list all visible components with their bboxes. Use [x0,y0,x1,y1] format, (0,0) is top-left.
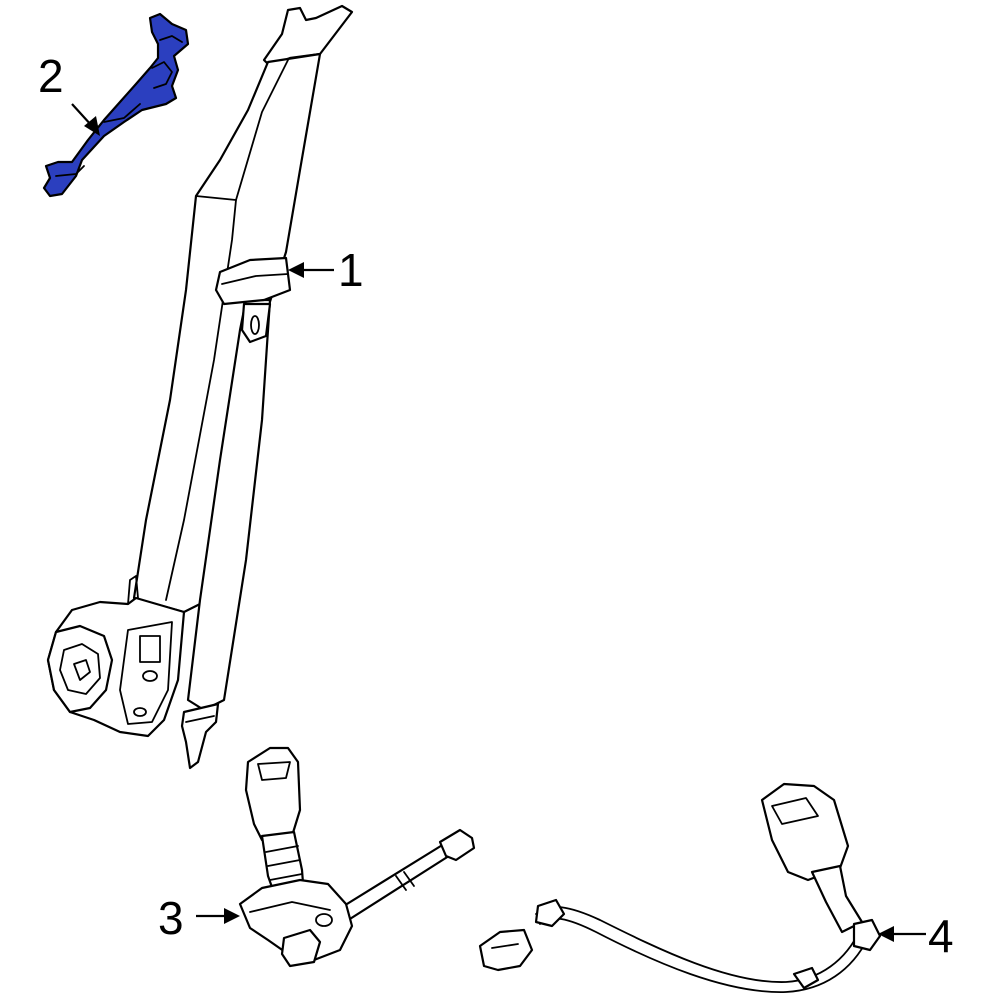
belt-spool-ring [59,643,101,695]
buckle-base-edge [249,901,331,913]
callout-1: 1 [288,244,364,296]
belt-lower-anchor-edge [185,715,215,723]
callout-4-label: 4 [928,910,954,962]
harness-end-connector [478,928,534,972]
belt-retractor-spool [46,624,114,714]
harness-mid-clip [792,966,820,990]
belt-lower-anchor [180,702,220,770]
belt-retractor-hole-a [142,670,158,682]
buckle-sleeve-rib-a [265,845,299,853]
harness-side-connector [534,898,566,928]
belt-retractor-hole-b [133,707,147,717]
buckle-base-bolt [315,913,333,927]
belt-spool-hub [73,659,91,681]
harness-cable-inner [539,917,869,993]
harness-connector-buckle [852,918,882,952]
callout-1-arrowhead [288,262,304,278]
callout-2: 2 [38,50,100,136]
callout-2-label: 2 [38,50,64,102]
harness-cable-outer [535,906,861,983]
harness-buckle-neck [810,864,864,934]
callout-3: 3 [158,892,240,944]
part-2-body [42,12,190,198]
part-4-buckle-harness[interactable] [478,782,882,993]
buckle-head [244,746,302,842]
callout-2-arrowhead [84,116,100,136]
part-1-belt-assembly[interactable] [46,4,354,770]
callout-3-label: 3 [158,892,184,944]
callout-4: 4 [878,910,954,962]
part-2-edge-d [159,35,183,43]
callout-3-arrowhead [224,908,240,924]
callout-4-arrowhead [878,926,894,942]
belt-webbing-crease [165,199,237,601]
buckle-slot [257,761,291,781]
buckle-base [238,878,354,962]
belt-webbing-fold [195,59,289,201]
belt-guide-edge [221,273,289,285]
belt-retractor-frame [119,621,173,725]
buckle-rod-groove-a [395,875,407,891]
belt-upper-guide [262,4,354,68]
belt-guide-loop [214,256,292,306]
part-2-edge-b [103,103,141,123]
harness-buckle-slot [771,797,819,825]
part-3-buckle-assembly[interactable] [238,746,476,968]
belt-tongue-plate [240,302,272,344]
belt-retractor-window [139,635,161,663]
buckle-base-clip [280,928,322,968]
buckle-mount-rod [332,842,454,926]
part-2-height-adjuster[interactable] [42,12,190,198]
callout-1-label: 1 [338,244,364,296]
part-2-edge-c [151,61,173,89]
harness-buckle-head [760,782,850,882]
harness-end-connector-edge [491,943,519,949]
buckle-rod-end [438,828,476,862]
buckle-sleeve-rib-c [269,873,303,881]
part-2-edge-a [55,165,85,177]
buckle-rod-groove-b [403,871,415,887]
belt-tongue-slot [250,315,260,335]
belt-retractor-tab [127,575,139,605]
buckle-sleeve-rib-b [267,859,301,867]
